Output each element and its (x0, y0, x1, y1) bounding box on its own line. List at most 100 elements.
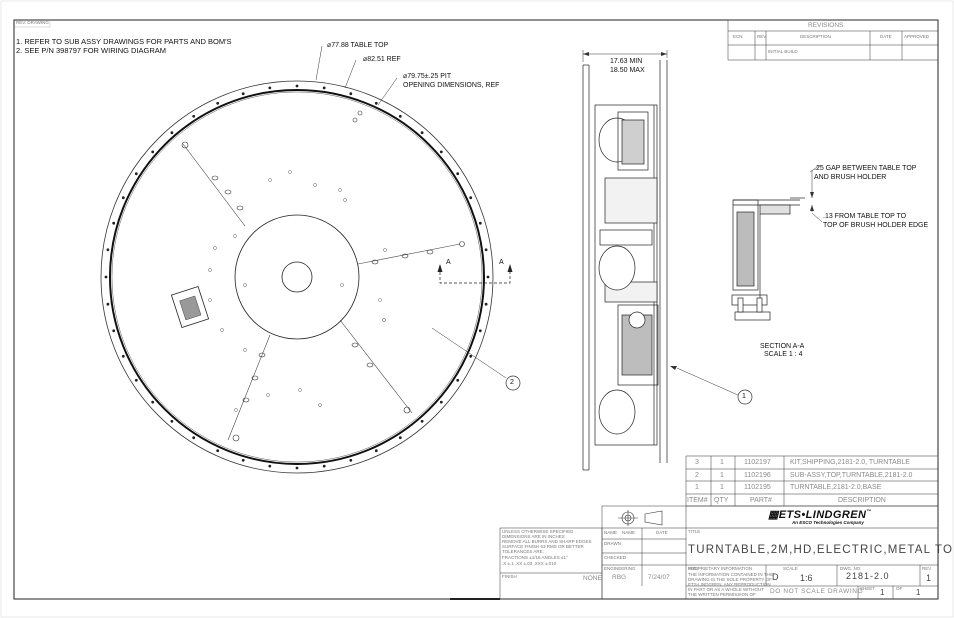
tolerance-line: .X ±.1 .XX ±.03 .XXX ±.010 (502, 561, 557, 566)
bom-header-qty: QTY (714, 497, 729, 504)
bolt-hole (420, 419, 424, 423)
dim-edge: .13 FROM TABLE TOP TO (823, 213, 907, 220)
corner-tag: REV. DRAWING (16, 20, 49, 25)
side-view (582, 60, 668, 471)
bolt-hole (456, 172, 460, 176)
dim-gap-2: AND BRUSH HOLDER (814, 174, 887, 181)
proprietary-line: IN PART OR AS A WHOLE WITHOUT (688, 587, 765, 592)
date-label: DATE (656, 530, 668, 535)
bom-qty: 1 (720, 459, 724, 466)
revisions-title: REVISIONS (808, 22, 844, 29)
bom-header-part: PART# (750, 497, 772, 504)
tolerance-line: REMOVE ALL BURRS AND SHARP EDGES (502, 539, 592, 544)
sheet-label: SHEET (860, 586, 876, 591)
bom-description: KIT,SHIPPING,2181-2.0, TURNTABLE (790, 459, 910, 466)
engineer-initials: RBG (612, 574, 627, 581)
rev-value: 1 (926, 573, 932, 583)
proprietary-line: THE WRITTEN PERMISSION OF (688, 592, 756, 597)
bom-item: 1 (695, 484, 699, 491)
sheet-value: 1 (880, 588, 885, 597)
tolerance-line: FRACTIONS ±1/16 ANGLES ±1° (502, 555, 568, 560)
rev-header-ecn: ECN (733, 34, 743, 39)
bolt-hole (104, 275, 108, 279)
tolerance-line: DIMENSIONS ARE IN INCHES (502, 534, 565, 539)
bolt-hole (216, 449, 220, 453)
drawn-label: DRAWN (604, 541, 621, 546)
dim-height-min: 17.63 MIN (610, 58, 643, 65)
bolt-hole (112, 221, 116, 225)
scale-value: 1:6 (800, 573, 813, 583)
balloon-2 (505, 375, 521, 391)
bom-item: 2 (695, 472, 699, 479)
balloon-2-label: 2 (510, 379, 514, 386)
bolt-hole (106, 302, 110, 306)
section-detail (731, 197, 805, 321)
bolt-hole (469, 354, 473, 358)
bolt-hole (349, 92, 353, 96)
rev-label: REV (922, 566, 932, 571)
bolt-hole (295, 466, 299, 470)
bolt-hole (134, 172, 138, 176)
rev-row-description: INITIAL BUILD (768, 49, 798, 54)
dim-ref: ⌀82.51 REF (363, 56, 401, 63)
access-panel (170, 286, 210, 328)
company-logo: ▦ETS•LINDGREN™ (768, 509, 872, 521)
center-hole (281, 261, 313, 293)
bolt-hole (170, 419, 174, 423)
dwg-label: DWG. NO. (840, 566, 862, 571)
proprietary-line: DRAWING IS THE SOLE PROPERTY OF (688, 577, 772, 582)
bom-description: SUB-ASSY,TOP,TURNTABLE,2181-2.0 (790, 472, 913, 479)
rev-header-approved: APPROVED (904, 34, 930, 39)
bolt-hole (478, 221, 482, 225)
bolt-hole (439, 400, 443, 404)
size-label: SIZE (688, 566, 699, 571)
logo-glyph-icon: ▦ (768, 509, 779, 521)
dwg-number: 2181-2.0 (846, 571, 890, 581)
note-1: 1. REFER TO SUB ASSY DRAWINGS FOR PARTS … (16, 37, 232, 46)
of-value: 1 (916, 588, 921, 597)
bolt-hole (192, 114, 196, 118)
bom-description: TURNTABLE,2181-2.0,BASE (790, 484, 882, 491)
plan-view (100, 45, 521, 474)
hub-circle (234, 214, 360, 340)
rev-header-description: DESCRIPTION (800, 34, 831, 39)
bolt-hole (322, 86, 326, 90)
dim-edge-2: TOP OF BRUSH HOLDER EDGE (823, 222, 929, 229)
dim-table-top: ⌀77.88 TABLE TOP (327, 42, 389, 49)
proprietary-title: PROPRIETARY INFORMATION (688, 566, 753, 571)
bolt-hole (349, 458, 353, 462)
do-not-scale: DO NOT SCALE DRAWING (770, 588, 864, 595)
bolt-hole (241, 92, 245, 96)
tolerance-line: TOLERANCES ARE: (502, 549, 544, 554)
tolerance-line: UNLESS OTHERWISE SPECIFIED (502, 529, 574, 534)
section-scale: SCALE 1 : 4 (764, 351, 803, 358)
bolt-hole (192, 436, 196, 440)
proprietary-line: ETS-LINDGREN. ANY REPRODUCTION (688, 582, 771, 587)
name-column-label: NAME (622, 530, 636, 535)
bolt-hole (486, 275, 490, 279)
bom-qty: 1 (720, 472, 724, 479)
note-2: 2. SEE P/N 398797 FOR WIRING DIAGRAM (16, 46, 167, 55)
dim-gap: .25 GAP BETWEEN TABLE TOP (814, 165, 917, 172)
finish-label: FINISH (502, 574, 517, 579)
bolt-hole (268, 86, 272, 90)
bolt-hole (106, 248, 110, 252)
section-mark-right: A (499, 259, 504, 266)
proprietary-line: THE INFORMATION CONTAINED IN THIS (688, 572, 775, 577)
tolerance-line: SURFACE FINISH 63 RMS OR BETTER (502, 544, 584, 549)
revisions-grid (727, 19, 939, 61)
bolt-hole (121, 196, 125, 200)
engineering-label: ENGINEERING (604, 566, 636, 571)
bolt-hole (420, 131, 424, 135)
dim-pit: ⌀79.75±.25 PIT (403, 73, 452, 80)
bom-part: 1102195 (744, 484, 771, 491)
bolt-hole (374, 101, 378, 105)
company-tagline: An ESCO Technologies Company (792, 520, 864, 525)
bolt-hole (170, 131, 174, 135)
bom-header-item: ITEM# (687, 497, 708, 504)
finish-value: NONE (583, 575, 602, 582)
bom-part: 1102197 (744, 459, 771, 466)
bom-part: 1102196 (744, 472, 771, 479)
